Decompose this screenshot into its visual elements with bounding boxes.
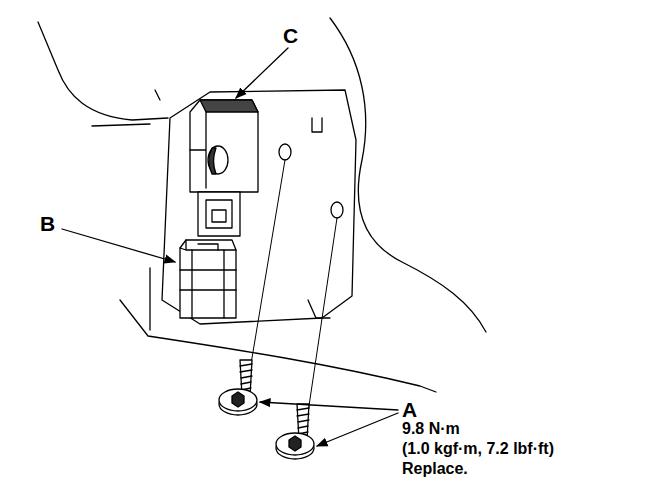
screw-axis [306,218,337,426]
callout-letter: A [402,398,417,422]
mount-hole [331,202,343,218]
callout-letter: C [283,24,298,48]
torque-value: 9.8 N·m [402,420,460,438]
bracket-tab [308,300,330,318]
connector [180,240,236,318]
leader-line [236,48,288,98]
mount-hole [279,144,291,160]
leader-line [317,413,398,446]
body-outline [92,124,150,126]
screw-axis [248,160,285,382]
connector-top [180,240,236,250]
note: Replace. [402,460,468,478]
callout-letter: B [40,212,55,236]
sensor-socket [198,192,240,236]
connector-ribs [180,250,236,318]
torque-value: (1.0 kgf·m, 7.2 lbf·ft) [402,440,554,458]
sensor-top [200,100,258,112]
body-outline [155,90,160,100]
sensor-face [190,112,206,188]
screw [219,360,257,415]
sensor [190,100,258,192]
leader-line [260,402,398,410]
sensor-socket [206,200,232,228]
leader-line [62,229,175,262]
screw [276,404,314,459]
sensor-boss [208,146,228,174]
body-outline [38,22,168,120]
connector-latch [198,244,218,250]
bracket-slot [312,118,322,132]
body-outline [149,268,150,330]
sensor-boss [209,148,216,174]
